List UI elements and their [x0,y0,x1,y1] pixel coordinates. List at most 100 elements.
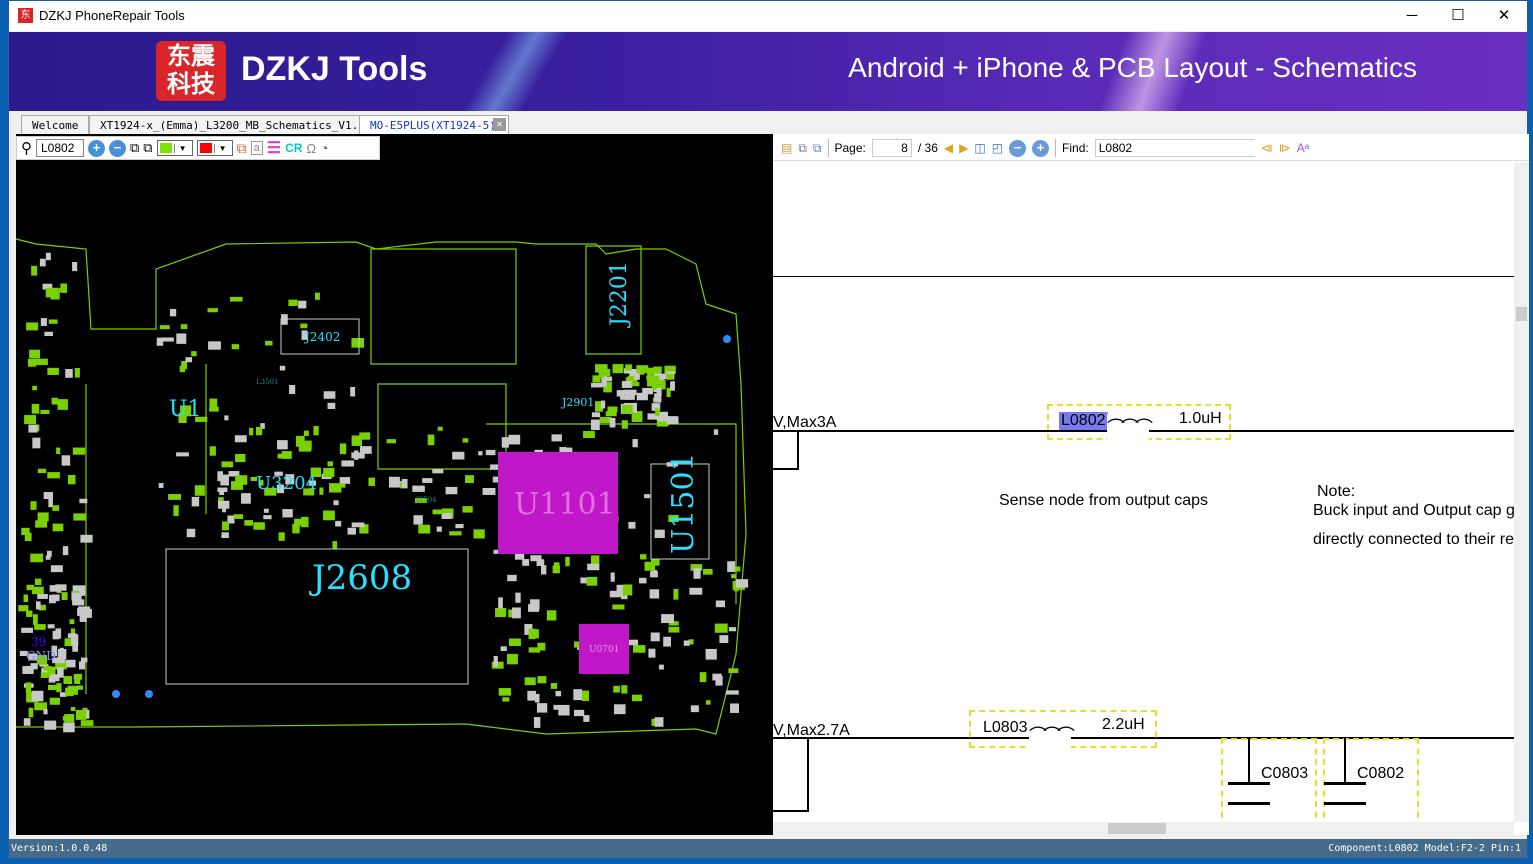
pcb-label-u1101[interactable]: U1101 [514,487,616,522]
close-button[interactable]: ✕ [1497,7,1511,24]
pcb-pad [156,337,164,346]
pcb-pad [208,341,221,350]
pcb-pad [230,296,243,302]
next-page-icon[interactable]: ▶ [959,141,969,155]
open-file-icon[interactable]: ▤ [781,141,793,155]
pcb-pad [258,480,264,486]
find-previous-icon[interactable]: ⧏ [1260,141,1273,155]
pcb-pad [452,451,465,460]
page-input[interactable]: 8 [871,139,912,157]
schematic-page[interactable]: V,Max3A L0802 ⌒⌒⌒ 1.0uH Sense node from … [773,162,1514,822]
pcb-pad [551,434,562,442]
pcb-pad [31,265,38,276]
pcb-pad [414,498,428,503]
pcb-label-u1501[interactable]: U1501 [666,452,701,554]
component-search-input[interactable]: L0802 [36,139,84,157]
pcb-label-gnd[interactable]: GND [26,649,56,663]
pcb-pad [498,597,503,609]
pcb-pad [386,439,396,444]
pcb-pad [351,338,365,348]
find-next-icon[interactable]: ⧐ [1278,141,1291,155]
component-c0802[interactable]: C0802 [1357,765,1405,782]
pcb-pad [508,434,521,445]
pcb-label-j2608[interactable]: J2608 [309,558,412,598]
pcb-pad [664,365,676,375]
pcb-pad [441,513,452,519]
minimize-button[interactable]: ─ [1406,7,1418,24]
pcb-pad [233,514,244,519]
fit-width-icon[interactable]: ◫ [974,141,986,155]
pcb-label-39[interactable]: 39 [31,635,46,649]
tab-schematics[interactable]: XT1924-x_(Emma)_L3200_MB_Schematics_V1.0 [89,115,376,134]
component-l0802[interactable]: L0802 [1059,412,1108,430]
pcb-pad [66,659,76,668]
pcb-label-j2201[interactable]: J2201 [607,261,632,328]
cr-button[interactable]: CR [285,141,303,155]
equals-icon[interactable]: ☰ [266,140,282,157]
title-bar: 东 DZKJ PhoneRepair Tools ─ ☐ ✕ [9,1,1527,31]
color-picker-2[interactable]: ▼ [196,140,233,156]
tab-close-button[interactable]: ✕ [493,118,506,131]
pcb-label-l3501[interactable]: L3501 [256,378,278,386]
pcb-pad [591,419,600,431]
pcb-pad [26,322,39,331]
pcb-pad [314,292,320,300]
capacitor-c0802-box[interactable] [1323,738,1419,822]
pcb-pad [657,411,668,422]
maximize-button[interactable]: ☐ [1451,7,1465,24]
pcb-label-j2504[interactable]: J2504 [415,496,437,504]
pcb-pad [159,325,170,330]
pcb-pad [78,606,91,612]
highlight-text-icon[interactable]: Aᵃ [1296,141,1310,155]
capacitor-c0803-box[interactable] [1221,738,1317,822]
pcb-pad [537,676,547,684]
pcb-pad [300,323,308,329]
pcb-label-j2402[interactable]: J2402 [303,330,340,344]
pcb-pad [714,623,728,633]
rotate-right-icon[interactable]: ⧉ [130,140,140,155]
rotate-left-icon[interactable]: ⧉ [143,140,153,155]
pcb-pad [631,382,640,387]
pcb-pad [319,487,324,495]
text-a-icon[interactable]: a [250,141,263,155]
page-label: Page: [834,141,866,155]
fit-page-icon[interactable]: ◰ [991,141,1004,155]
component-c0803[interactable]: C0803 [1261,765,1309,782]
component-l0803[interactable]: L0803 [983,719,1028,736]
pcb-pad [490,464,501,470]
pcb-pad [636,365,649,374]
pcb-label-j2901[interactable]: J2901 [561,396,594,409]
tab-welcome[interactable]: Welcome [21,115,90,134]
pcb-pad [48,498,53,508]
horizontal-scrollbar[interactable] [773,822,1514,835]
pcb-pad [49,585,61,592]
pcb-label-u1[interactable]: U1 [169,397,202,422]
pcb-label-u3204[interactable]: U3204 [256,473,317,494]
vertical-scrollbar[interactable] [1514,162,1529,822]
pcb-view[interactable]: ⚲ L0802 + − ⧉ ⧉ ▼ ▼ ⧉ a ☰ CR Ω ◔ U1101 U… [16,134,773,835]
paste-page-icon[interactable]: ⧉ [812,140,822,155]
reset-icon[interactable]: ◔ [320,140,329,156]
zoom-in-icon[interactable]: + [1032,139,1050,157]
pcb-label-u0701[interactable]: U0701 [589,645,620,655]
pcb-pad [288,299,298,307]
pcb-pad [609,590,621,598]
zoom-in-icon[interactable]: + [88,139,105,157]
pcb-pad [623,389,637,396]
ohm-button[interactable]: Ω [306,140,317,156]
pcb-pad [21,627,34,633]
pcb-pad [642,387,654,395]
pcb-pad [75,709,87,720]
color-picker-1[interactable]: ▼ [156,140,193,156]
zoom-out-icon[interactable]: − [1009,139,1027,157]
tab-board-layout[interactable]: MO-E5PLUS(XT1924-5) [359,115,509,134]
pcb-pad [67,475,76,485]
prev-page-icon[interactable]: ◀ [943,141,954,155]
layers-icon[interactable]: ⧉ [236,139,247,156]
find-input[interactable]: L0802 [1094,139,1255,157]
copy-page-icon[interactable]: ⧉ [798,140,807,155]
pcb-board[interactable]: U1101 U1501 J2608 J2201 J2402 J2901 U1 U… [16,134,773,835]
pcb-pad [57,399,68,410]
pcb-pad [77,608,85,616]
zoom-out-icon[interactable]: − [109,139,126,157]
